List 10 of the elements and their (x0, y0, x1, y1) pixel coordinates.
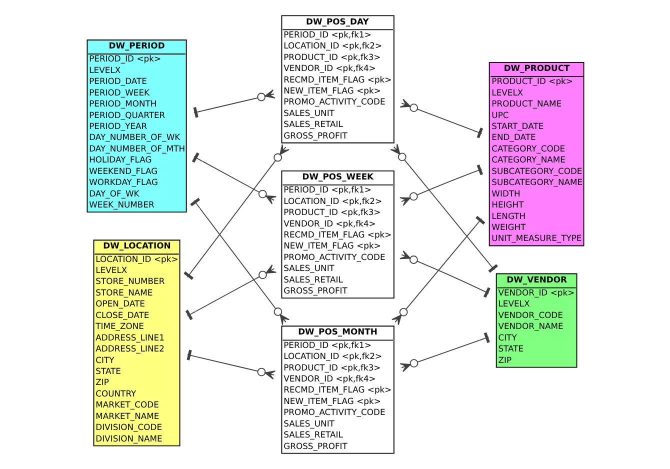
connector (191, 152, 276, 204)
connector (184, 264, 276, 320)
connector (390, 144, 498, 273)
connector (183, 144, 290, 280)
connector (399, 332, 490, 372)
connector (186, 350, 276, 380)
connector (390, 216, 485, 326)
connector (399, 98, 483, 138)
connector (190, 198, 290, 326)
connector (192, 89, 276, 118)
